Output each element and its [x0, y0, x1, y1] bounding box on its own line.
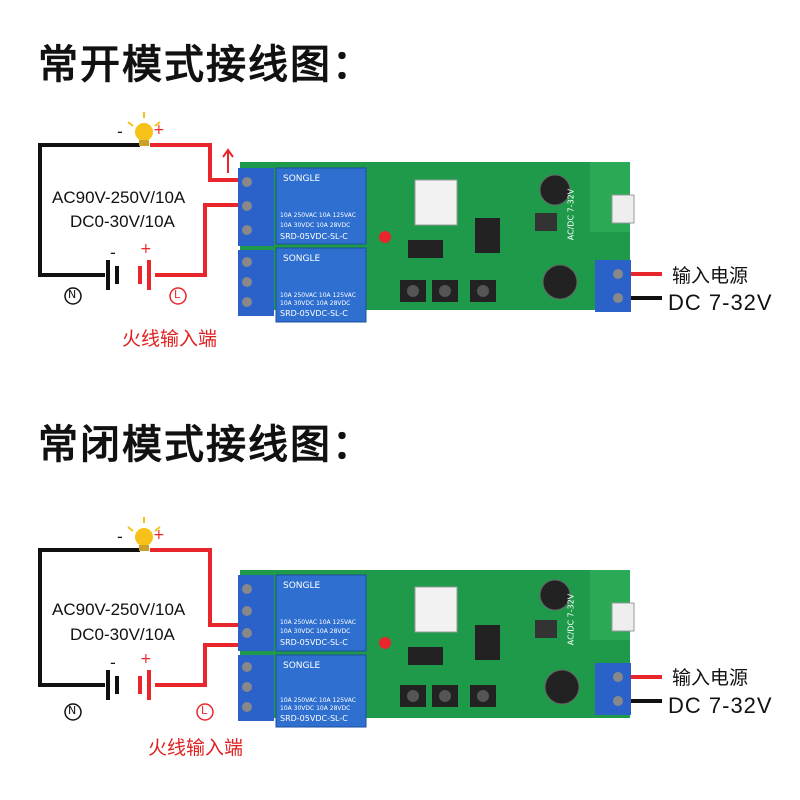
- tact-buttons: [400, 685, 496, 707]
- relay2-rating-left: 10A 250VAC 10A 125VAC: [280, 697, 356, 704]
- lamp-plus: +: [153, 122, 165, 138]
- relay2: [275, 654, 367, 728]
- neutral-circle-icon: [64, 287, 82, 305]
- ac-rating-label: AC90V-250V/10A: [52, 188, 186, 207]
- dc-rating-label: DC0-30V/10A: [70, 212, 175, 231]
- usb-connector: [611, 602, 635, 632]
- live-symbol: L: [201, 704, 208, 717]
- relay1: [275, 167, 367, 245]
- relay2-model: SRD-05VDC-SL-C: [280, 309, 348, 318]
- power-terminal: [595, 663, 631, 715]
- battery-minus: -: [110, 243, 116, 262]
- led-indicator: [379, 231, 391, 243]
- live-circle-icon: [196, 703, 214, 721]
- live-wire-input: [155, 203, 245, 277]
- tact-buttons: [400, 280, 496, 302]
- live-circle-icon: [169, 287, 187, 305]
- relay1-brand: SONGLE: [283, 581, 321, 591]
- power-range-label: DC 7-32V: [668, 290, 773, 315]
- relay2-rating-right: 10A 30VDC 10A 28VDC: [280, 705, 351, 712]
- live-symbol: L: [174, 288, 181, 301]
- section-title-normally-closed: 常闭模式接线图：: [38, 422, 374, 468]
- neutral-symbol: N: [68, 288, 77, 301]
- live-wire-to-relay: [150, 548, 245, 627]
- power-terminal: [595, 260, 631, 312]
- diagram-normally-open: AC90V-250V/10A DC0-30V/10A - + - + N L 火…: [0, 110, 800, 360]
- relay1-rating-right: 10A 30VDC 10A 28VDC: [280, 222, 351, 229]
- neutral-wire: [38, 143, 140, 277]
- relay2-brand: SONGLE: [283, 661, 321, 671]
- battery-plus: +: [140, 241, 152, 257]
- power-input-label: 输入电源: [672, 265, 749, 287]
- live-input-label: 火线输入端: [122, 328, 218, 350]
- acdc-label: AC/DC 7-32V: [566, 593, 576, 646]
- live-wire-input: [155, 643, 245, 687]
- live-input-label: 火线输入端: [148, 737, 244, 759]
- ac-rating-label: AC90V-250V/10A: [52, 600, 186, 619]
- battery-plus: +: [140, 651, 152, 667]
- power-input-label: 输入电源: [672, 667, 749, 689]
- diagram-normally-closed: AC90V-250V/10A DC0-30V/10A - + - + N L 火…: [0, 515, 800, 765]
- section-title-normally-open: 常开模式接线图：: [38, 42, 374, 88]
- wiring-diagram-svg: [38, 112, 662, 323]
- neutral-circle-icon: [64, 703, 82, 721]
- relay1-model: SRD-05VDC-SL-C: [280, 232, 348, 241]
- neutral-wire: [38, 548, 140, 687]
- relay2-brand: SONGLE: [283, 254, 321, 264]
- battery-minus: -: [110, 653, 116, 672]
- lightbulb-icon: [127, 112, 161, 146]
- usb-connector: [611, 194, 635, 224]
- relay1-rating-left: 10A 250VAC 10A 125VAC: [280, 619, 356, 626]
- relay1-model: SRD-05VDC-SL-C: [280, 638, 348, 647]
- battery-icon: [106, 260, 151, 290]
- wiring-diagram-svg: [38, 517, 662, 728]
- lamp-minus: -: [117, 122, 123, 141]
- lightbulb-icon: [127, 517, 161, 551]
- neutral-symbol: N: [68, 704, 77, 717]
- relay1-rating-right: 10A 30VDC 10A 28VDC: [280, 628, 351, 635]
- live-wire-to-relay: [150, 143, 245, 182]
- dc-rating-label: DC0-30V/10A: [70, 625, 175, 644]
- led-indicator: [379, 637, 391, 649]
- acdc-label: AC/DC 7-32V: [566, 188, 576, 241]
- wifi-module: [414, 586, 458, 633]
- relay2-rating-left: 10A 250VAC 10A 125VAC: [280, 292, 356, 299]
- battery-icon: [106, 670, 151, 700]
- wifi-module: [414, 179, 458, 226]
- relay1-rating-left: 10A 250VAC 10A 125VAC: [280, 212, 356, 219]
- relay2-model: SRD-05VDC-SL-C: [280, 714, 348, 723]
- lamp-plus: +: [153, 527, 165, 543]
- relay2-rating-right: 10A 30VDC 10A 28VDC: [280, 300, 351, 307]
- lamp-minus: -: [117, 527, 123, 546]
- relay1: [275, 574, 367, 652]
- power-range-label: DC 7-32V: [668, 693, 773, 718]
- relay1-brand: SONGLE: [283, 174, 321, 184]
- relay2: [275, 247, 367, 323]
